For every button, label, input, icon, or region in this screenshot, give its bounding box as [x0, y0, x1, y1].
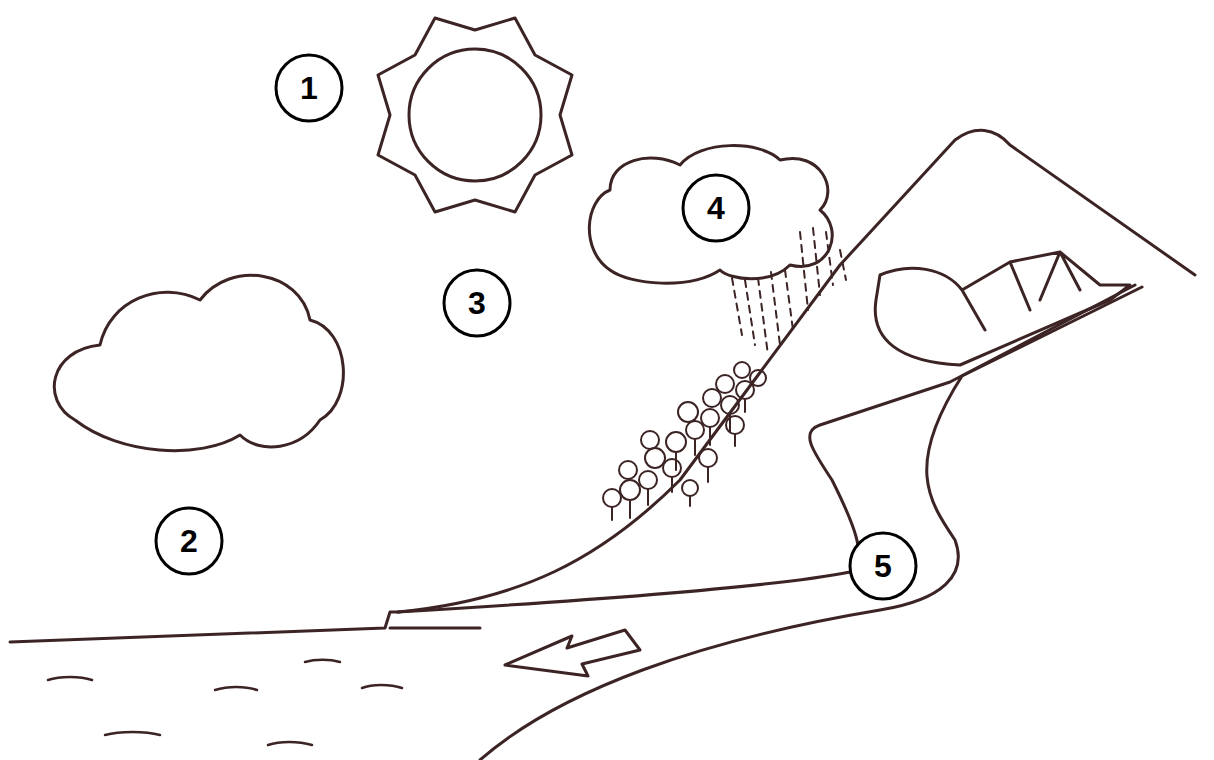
callout-circle: 5 [848, 531, 918, 601]
callout-number: 5 [874, 550, 892, 582]
callout-number: 2 [180, 525, 198, 557]
river-bank [398, 285, 1135, 612]
cloud [54, 275, 343, 450]
mountain-slope [398, 130, 1195, 612]
flow-arrow [505, 630, 640, 676]
sun-disc [409, 49, 541, 181]
callout-ring [850, 533, 916, 599]
callout-circle: 3 [442, 268, 512, 338]
callout-number: 3 [468, 287, 486, 319]
callout-ring [444, 270, 510, 336]
callout-ring [683, 175, 749, 241]
forest [603, 362, 766, 520]
callout-circle: 2 [154, 506, 224, 576]
callout-ring [156, 508, 222, 574]
shore-line [10, 612, 480, 642]
callout-ring [276, 55, 342, 121]
river-bank [480, 287, 1142, 760]
callout-circle: 1 [274, 53, 344, 123]
sun-rays [378, 18, 572, 212]
rain-cloud [589, 146, 832, 284]
callout-circle: 4 [681, 173, 751, 243]
callout-number: 4 [707, 192, 725, 224]
callout-number: 1 [300, 72, 318, 104]
waves [48, 660, 402, 745]
